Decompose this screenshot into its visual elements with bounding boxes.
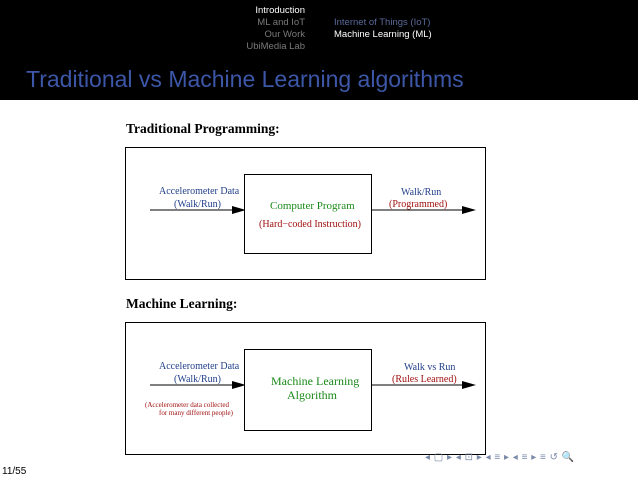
traditional-output-label: Walk/Run <box>401 187 442 198</box>
ml-output-sublabel: (Rules Learned) <box>392 374 457 385</box>
traditional-heading: Traditional Programming: <box>126 121 280 136</box>
nav-subsection-ml[interactable]: Machine Learning (ML) <box>334 29 432 40</box>
right-arrow-icon <box>372 381 476 389</box>
nav-section-our-work[interactable]: Our Work <box>264 29 305 40</box>
ml-input-label: Accelerometer Data <box>159 361 240 372</box>
nav-section-ubimedia-lab[interactable]: UbiMedia Lab <box>246 41 305 52</box>
ml-diagram-frame <box>125 322 486 455</box>
computer-program-sublabel: (Hard−coded Instruction) <box>259 219 361 230</box>
ml-data-note-line1: (Accelerometer data collected <box>145 401 229 409</box>
nav-section-ml-and-iot[interactable]: ML and IoT <box>257 17 305 28</box>
nav-subsection-iot[interactable]: Internet of Things (IoT) <box>334 17 431 28</box>
ml-output-label: Walk vs Run <box>404 362 456 373</box>
right-arrow-icon <box>150 381 246 389</box>
navigation-bar <box>0 0 638 60</box>
ml-algorithm-label-line2: Algorithm <box>287 388 337 402</box>
right-arrow-icon <box>150 206 246 214</box>
computer-program-label: Computer Program <box>270 200 355 212</box>
ml-heading: Machine Learning: <box>126 296 238 311</box>
slide-title: Traditional vs Machine Learning algorith… <box>26 66 464 92</box>
ml-algorithm-box <box>244 349 372 431</box>
nav-section-introduction[interactable]: Introduction <box>255 5 305 16</box>
ml-algorithm-label-line1: Machine Learning <box>271 374 360 388</box>
ml-data-note-line2: for many different people) <box>159 409 233 417</box>
beamer-navigation-controls[interactable]: ◂ ▢ ▸ ◂ ⊡ ▸ ◂ ≡ ▸ ◂ ≡ ▸ ≡ ↺ 🔍 <box>425 452 575 463</box>
title-bar <box>0 60 638 100</box>
right-arrow-icon <box>372 206 476 214</box>
traditional-output-sublabel: (Programmed) <box>389 199 448 210</box>
ml-input-sublabel: (Walk/Run) <box>174 374 221 385</box>
traditional-input-sublabel: (Walk/Run) <box>174 199 221 210</box>
traditional-diagram-frame <box>125 147 486 280</box>
computer-program-box <box>244 174 372 254</box>
traditional-input-label: Accelerometer Data <box>159 186 240 197</box>
page-number: 11/55 <box>2 466 27 477</box>
